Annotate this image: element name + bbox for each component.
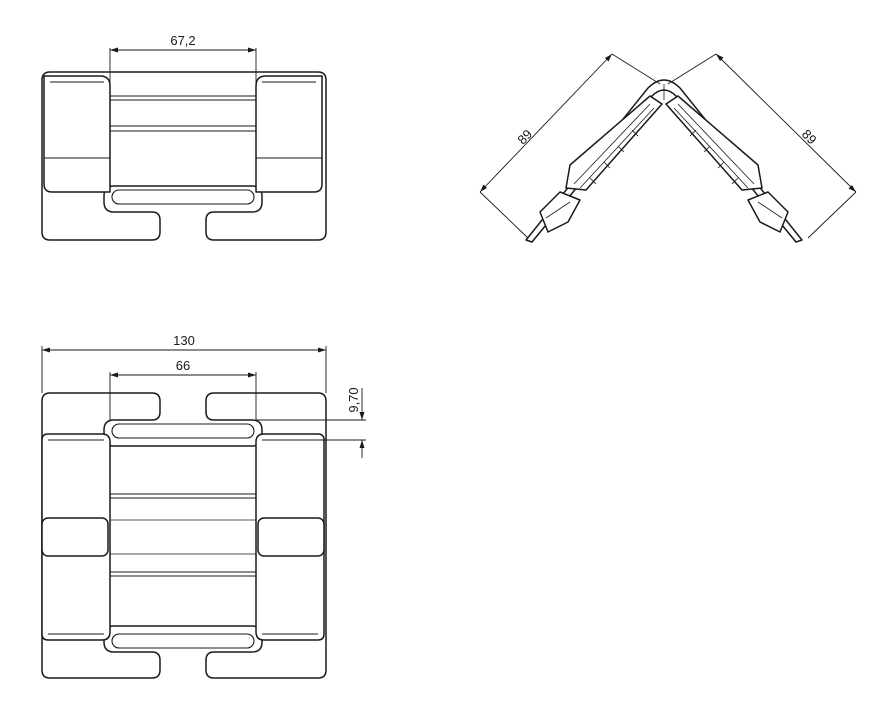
dimension-slot-height: 9,70 — [346, 387, 361, 412]
dimension-top-width: 67,2 — [170, 33, 195, 48]
top-view: 67,2 — [41, 33, 327, 241]
dimension-side-left: 89 — [514, 126, 535, 147]
dimension-side-right: 89 — [799, 126, 820, 147]
front-view: 130 66 9,70 — [41, 333, 366, 679]
dimension-overall-width: 130 — [173, 333, 195, 348]
side-view: 89 89 — [479, 53, 857, 243]
dimension-inner-width: 66 — [176, 358, 190, 373]
